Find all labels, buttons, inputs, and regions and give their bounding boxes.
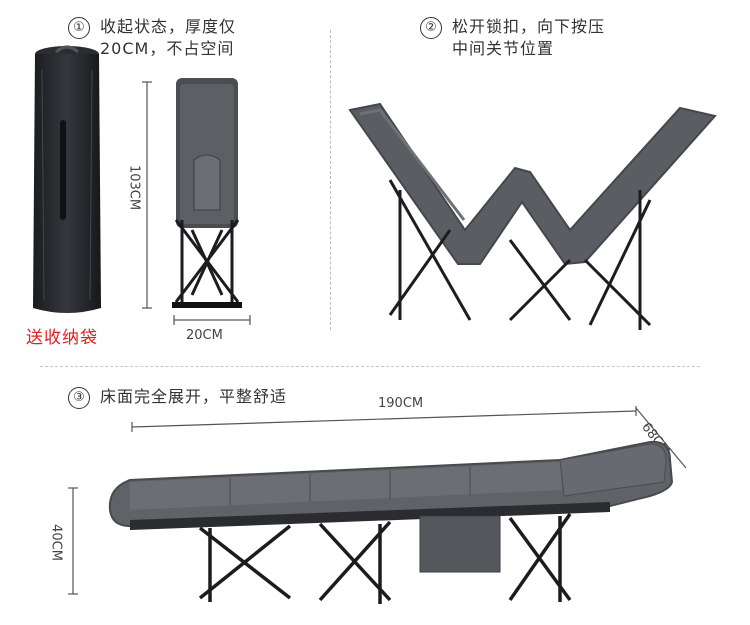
folded-height-label: 103CM [126, 164, 142, 211]
folded-height-line [142, 81, 152, 309]
storage-bag-image [33, 45, 101, 313]
step-3-number: ③ [68, 387, 90, 409]
step-3: ③ 床面完全展开，平整舒适 [68, 386, 287, 409]
folded-width-line [173, 315, 251, 325]
step-3-text: 床面完全展开，平整舒适 [100, 387, 288, 406]
unfolded-bed-image [108, 440, 674, 604]
length-line [131, 406, 637, 432]
length-label: 190CM [378, 396, 424, 411]
folded-bed-image [172, 78, 242, 308]
vertical-divider [330, 30, 331, 330]
horizontal-divider [40, 366, 700, 367]
unfolding-bed-image [348, 102, 717, 330]
step-2: ② 松开锁扣，向下按压 中间关节位置 [420, 16, 605, 60]
step-1-text: 收起状态，厚度仅 20CM，不占空间 [100, 17, 237, 58]
step-1: ① 收起状态，厚度仅 20CM，不占空间 [68, 16, 236, 60]
folded-width-label: 20CM [186, 328, 223, 343]
height-line [68, 487, 78, 595]
step-2-text: 松开锁扣，向下按压 中间关节位置 [452, 17, 606, 58]
height-label: 40CM [48, 524, 64, 561]
bag-label: 送收纳袋 [26, 328, 98, 348]
step-1-number: ① [68, 17, 90, 39]
step-2-number: ② [420, 17, 442, 39]
width-line [635, 407, 687, 469]
